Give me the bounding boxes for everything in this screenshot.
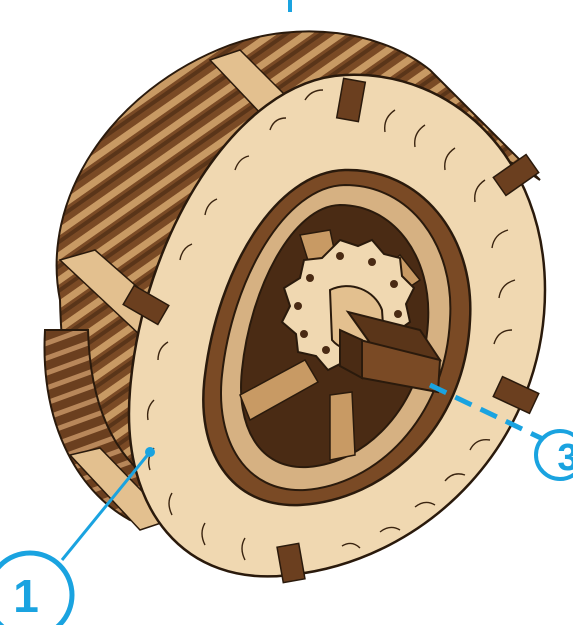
callout-1-label: 1 bbox=[13, 570, 39, 622]
callout-1: 1 bbox=[0, 447, 155, 625]
callout-3-label: 3 bbox=[557, 437, 573, 479]
